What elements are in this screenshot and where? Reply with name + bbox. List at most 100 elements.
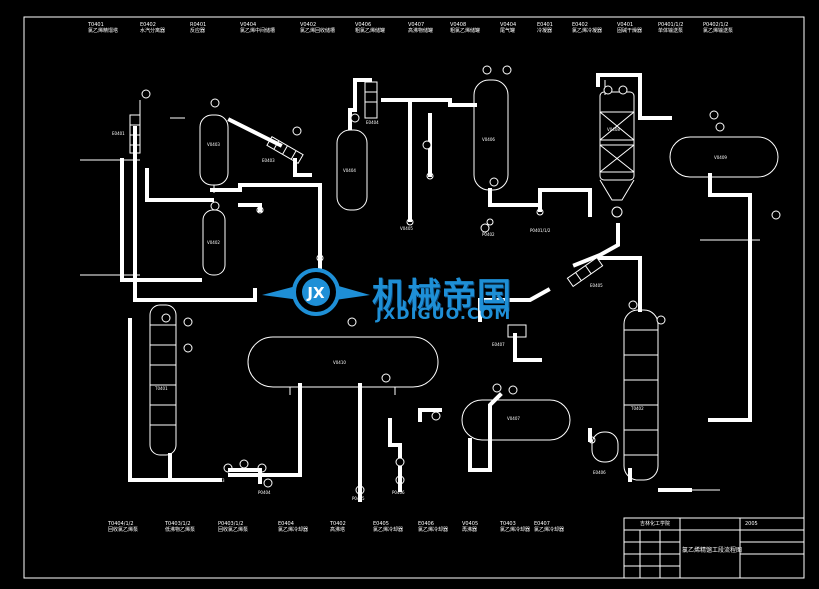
pipe — [228, 383, 302, 477]
instrument — [489, 177, 499, 187]
instrument — [381, 373, 391, 383]
pipe — [128, 318, 172, 482]
instrument — [183, 317, 193, 327]
pipe — [238, 203, 262, 212]
instrument — [422, 140, 432, 150]
instrument — [161, 313, 171, 323]
exchanger-e0403 — [266, 135, 304, 165]
tag-e0404: E0404 — [366, 120, 379, 125]
exchanger-e0405 — [566, 256, 604, 288]
instrument — [618, 85, 628, 95]
pipe — [488, 188, 592, 217]
instrument — [502, 65, 512, 75]
column-t0401 — [149, 304, 177, 456]
reboiler-e0406 — [591, 431, 619, 463]
instruments — [141, 65, 781, 488]
logo-letters: JX — [306, 284, 325, 302]
instrument — [431, 411, 441, 421]
school-name: 吉林化工学院 — [640, 521, 671, 527]
instrument — [395, 457, 405, 467]
tag-v0408: V0408 — [607, 127, 620, 132]
pipe — [596, 73, 672, 120]
drawing-number: 2005 — [745, 521, 758, 527]
pipe — [572, 223, 620, 268]
instrument — [709, 110, 719, 120]
watermark-logo: JX — [262, 268, 370, 316]
condenser-e0401 — [129, 114, 141, 154]
pipe — [348, 78, 372, 130]
pipe — [388, 418, 402, 492]
instrument — [350, 113, 360, 123]
pump-p0403 — [223, 463, 233, 473]
vessel-v0407 — [461, 399, 571, 441]
tag-e0403: E0403 — [262, 158, 275, 163]
pipe — [513, 333, 542, 362]
tag-p0401: P0401/1/2 — [530, 228, 551, 233]
pipe — [120, 158, 202, 282]
pipe — [210, 183, 322, 260]
pipe — [708, 173, 752, 257]
watermark-subtitle: JXDIGUO.COM — [376, 304, 512, 323]
vessel-v0404 — [336, 129, 368, 211]
pump-p0404 — [257, 463, 267, 473]
instrument — [347, 317, 357, 327]
exchanger-e0404 — [364, 81, 378, 119]
pipe — [133, 126, 162, 302]
column-t0402 — [623, 309, 659, 481]
tag-p0405: P0405 — [352, 496, 365, 501]
tag-t0402: T0402 — [631, 406, 644, 411]
pipe — [418, 408, 442, 422]
instrument — [715, 122, 725, 132]
tag-v0403: V0403 — [207, 142, 220, 147]
instrument — [628, 300, 638, 310]
tag-v0405: V0405 — [400, 226, 413, 231]
equipment — [129, 79, 779, 495]
tag-v0406: V0406 — [482, 137, 495, 142]
tag-p0402: P0402 — [482, 232, 495, 237]
instrument — [603, 85, 613, 95]
instrument — [771, 210, 781, 220]
tag-e0405: E0405 — [590, 283, 603, 288]
pipe — [708, 253, 752, 422]
pipe — [468, 392, 503, 472]
instrument — [292, 126, 302, 136]
title-block — [623, 517, 805, 579]
drawing-title: 氯乙烯精馏工段流程图 — [682, 547, 743, 554]
instrument — [210, 201, 220, 211]
vessel-v0410 — [247, 336, 439, 388]
instrument — [263, 478, 273, 488]
instrument — [656, 315, 666, 325]
tag-v0409: V0409 — [714, 155, 727, 160]
vessel-v0406 — [473, 79, 509, 191]
instrument — [482, 65, 492, 75]
tag-p0403: P0403 — [212, 478, 225, 483]
pump-p0405 — [355, 485, 365, 495]
pipe — [381, 98, 412, 222]
pipe — [227, 117, 283, 148]
tag-t0401: T0401 — [155, 386, 168, 391]
pipe — [228, 468, 262, 484]
tag-p0406: P0406 — [392, 490, 405, 495]
tag-e0401: E0401 — [112, 131, 125, 136]
pipe — [408, 98, 477, 107]
instrument — [239, 459, 249, 469]
